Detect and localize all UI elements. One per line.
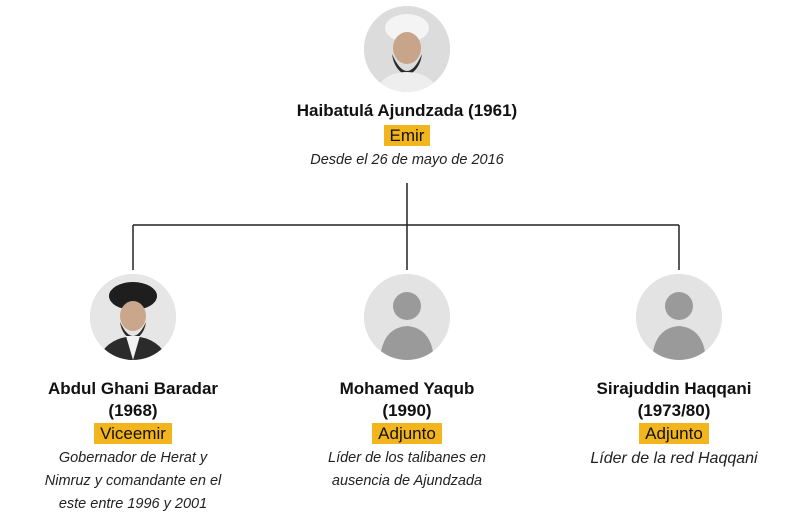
description-line: Gobernador de Herat y (58, 450, 208, 466)
yaqub-years: (1990) (382, 401, 432, 420)
description-line: Líder de la red Haqqani (590, 450, 758, 467)
description-line: ausencia de Ajundzada (331, 473, 483, 489)
emir-description: Desde el 26 de mayo de 2016 (310, 152, 504, 168)
person-silhouette-icon (636, 274, 722, 360)
baradar-role-badge: Viceemir (94, 423, 172, 444)
baradar-years: (1968) (108, 401, 158, 420)
haqqani-name: Sirajuddin Haqqani (596, 379, 752, 398)
description-line: este entre 1996 y 2001 (58, 496, 208, 512)
haqqani-portrait (636, 274, 722, 360)
yaqub-role-badge: Adjunto (372, 423, 442, 444)
turbaned-man-portrait-icon (364, 6, 450, 92)
emir-role-badge: Emir (383, 125, 431, 146)
baradar-name: Abdul Ghani Baradar (47, 379, 219, 398)
emir-node: Haibatulá Ajundzada (1961) Emir Desde el… (199, 100, 615, 172)
person-silhouette-icon (364, 274, 450, 360)
haqqani-years: (1973/80) (637, 401, 711, 420)
emir-portrait (364, 6, 450, 92)
description-line: Nimruz y comandante en el (44, 473, 222, 489)
baradar-portrait (90, 274, 176, 360)
baradar-description: Gobernador de Herat y Nimruz y comandant… (0, 447, 266, 516)
haqqani-description: Líder de la red Haqqani (549, 447, 799, 470)
yaqub-node: Mohamed Yaqub (1990) Adjunto Líder de lo… (279, 378, 535, 493)
baradar-node: Abdul Ghani Baradar (1968) Viceemir Gobe… (0, 378, 266, 516)
yaqub-portrait (364, 274, 450, 360)
emir-name: Haibatulá Ajundzada (1961) (296, 101, 518, 120)
yaqub-description: Líder de los talibanes en ausencia de Aj… (279, 447, 535, 493)
haqqani-node: Sirajuddin Haqqani (1973/80) Adjunto Líd… (549, 378, 799, 470)
description-line: Líder de los talibanes en (328, 450, 486, 466)
yaqub-name: Mohamed Yaqub (339, 379, 475, 398)
haqqani-role-badge: Adjunto (639, 423, 709, 444)
turbaned-man-portrait-icon (90, 274, 176, 360)
